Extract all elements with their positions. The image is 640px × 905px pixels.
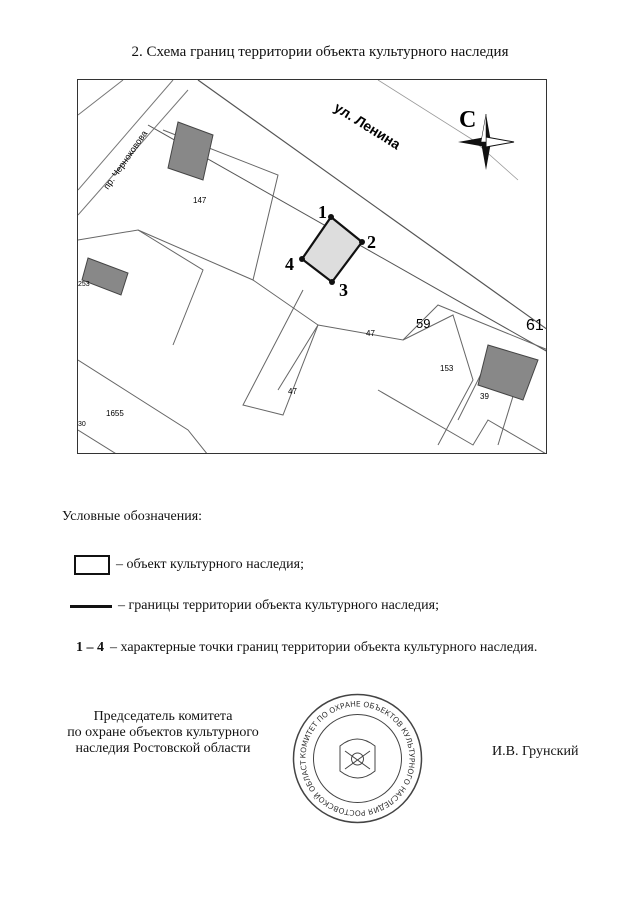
road-edge-line — [78, 80, 174, 191]
point-label-2: 2 — [367, 232, 376, 252]
parcel-outline — [402, 314, 474, 446]
parcel-number: 253 — [78, 281, 90, 288]
building — [477, 344, 539, 401]
heritage-object-boundary — [300, 215, 364, 284]
parcel-outline — [137, 129, 279, 281]
street-label-chernokozova: пр. Черноковова — [101, 129, 149, 191]
legend-points-text: – характерные точки границ территории об… — [110, 640, 538, 655]
page-title: 2. Схема границ территории объекта культ… — [131, 44, 509, 60]
parcel-outline — [78, 359, 208, 453]
parcel-number: 59 — [416, 316, 430, 331]
parcel-number: 147 — [193, 196, 207, 205]
map-drawing: 1 2 3 4 ул. Ленина пр. Черноковова 147 4… — [78, 80, 546, 453]
parcel-outline — [377, 389, 546, 453]
boundary-point-2 — [359, 239, 365, 245]
parcel-outline — [277, 324, 319, 391]
parcel-number: 47 — [366, 329, 375, 338]
point-label-1: 1 — [318, 202, 327, 222]
compass-rose-icon — [458, 113, 515, 170]
parcel-number: 153 — [440, 364, 454, 373]
legend-item-boundary: – границы территории объекта культурного… — [62, 598, 439, 614]
parcel-outline — [242, 279, 319, 416]
parcel-number: 47 — [288, 387, 297, 396]
official-seal: КОМИТЕТ ПО ОХРАНЕ ОБЪЕКТОВ КУЛЬТУРНОГО Н… — [287, 684, 425, 831]
object-symbol — [74, 555, 110, 575]
legend-heading: Условные обозначения: — [62, 509, 203, 524]
road-edge-line — [78, 80, 124, 116]
parcel-outline — [317, 304, 546, 350]
north-letter: С — [459, 107, 476, 133]
legend-object-text: – объект культурного наследия; — [116, 557, 304, 572]
legend-item-points: 1 – 4 – характерные точки границ террито… — [62, 640, 537, 656]
signatory-line: наследия Ростовской области — [75, 741, 251, 756]
parcel-outline — [377, 80, 519, 181]
building — [167, 121, 214, 181]
parcel-number: 39 — [480, 392, 489, 401]
boundary-point-3 — [329, 279, 335, 285]
point-label-3: 3 — [339, 280, 348, 300]
street-label-lenina: ул. Ленина — [331, 99, 403, 153]
parcel-outline — [78, 229, 204, 346]
points-range: 1 – 4 — [76, 640, 104, 655]
road-edge-line — [197, 80, 546, 330]
site-map: 1 2 3 4 ул. Ленина пр. Черноковова 147 4… — [77, 79, 547, 454]
parcel-outline — [78, 429, 116, 453]
signatory-line: Председатель комитета — [93, 709, 233, 724]
boundary-point-4 — [299, 256, 305, 262]
legend-item-object: – объект культурного наследия; — [62, 555, 304, 575]
point-label-4: 4 — [285, 254, 294, 274]
signatory-name: И.В. Грунский — [492, 744, 579, 759]
parcel-number: 1655 — [106, 409, 124, 418]
boundary-point-1 — [328, 214, 334, 220]
building — [81, 257, 129, 296]
boundary-symbol — [70, 604, 112, 608]
legend-boundary-text: – границы территории объекта культурного… — [118, 598, 439, 613]
signatory-line: по охране объектов культурного — [67, 725, 259, 740]
parcel-number: 30 — [78, 421, 86, 428]
signatory-title: Председатель комитета по охране объектов… — [48, 709, 278, 757]
parcel-number: 61 — [526, 317, 544, 334]
road-edge-line — [78, 89, 189, 216]
